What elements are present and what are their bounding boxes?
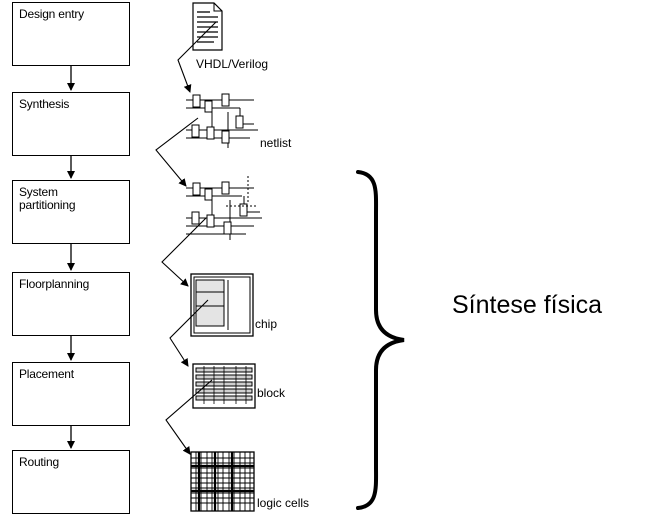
step-floorplanning: Floorplanning [12, 272, 130, 336]
curly-brace-icon [356, 170, 405, 510]
step-label-floorplanning: Floorplanning [19, 277, 90, 291]
artifact-connectors [155, 21, 217, 455]
step-synthesis: Synthesis [12, 92, 130, 156]
step-design-entry: Design entry [12, 2, 130, 66]
label-chip: chip [255, 317, 278, 331]
step-placement: Placement [12, 362, 130, 426]
step-routing: Routing [12, 450, 130, 514]
block-placement-icon [192, 363, 256, 409]
routing-grid-icon [190, 451, 255, 512]
label-vhdl-verilog: VHDL/Verilog [196, 57, 269, 71]
brace-label: Síntese física [452, 291, 603, 319]
document-icon [192, 2, 223, 51]
step-label-partitioning: System partitioning [19, 185, 76, 212]
step-label-routing: Routing [19, 455, 59, 469]
step-label-synthesis: Synthesis [19, 97, 70, 111]
partitioned-netlist-icon [186, 176, 262, 240]
netlist-icon [186, 93, 258, 148]
step-partitioning: System partitioning [12, 180, 130, 244]
chip-floorplan-icon [190, 273, 254, 337]
label-block: block [257, 386, 286, 400]
step-label-design-entry: Design entry [19, 7, 84, 21]
label-logic-cells: logic cells [257, 496, 310, 510]
label-netlist: netlist [260, 136, 292, 150]
step-label-placement: Placement [19, 367, 74, 381]
